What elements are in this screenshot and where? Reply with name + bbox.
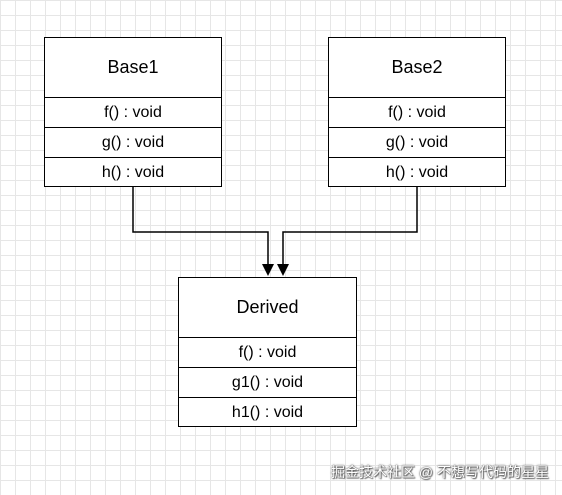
class-name: Base1: [45, 38, 221, 98]
method-row: f() : void: [45, 98, 221, 128]
arrowhead-base1-to-derived: [262, 264, 274, 276]
class-derived[interactable]: Derived f() : void g1() : void h1() : vo…: [178, 277, 357, 427]
method-row: h1() : void: [231, 404, 304, 421]
class-base2[interactable]: Base2 f() : void g() : void h() : void: [328, 37, 506, 187]
method-row: g1() : void: [179, 368, 356, 398]
method-row: g() : void: [329, 128, 505, 158]
method-row: h() : void: [385, 164, 449, 181]
method-row: f() : void: [329, 98, 505, 128]
method-row: f() : void: [179, 338, 356, 368]
arrowhead-base2-to-derived: [277, 264, 289, 276]
class-name: Derived: [179, 278, 356, 338]
connector-base2-to-derived: [282, 187, 418, 265]
connector-base1-to-derived: [132, 187, 269, 265]
watermark-text: 掘金技术社区 @ 不想写代码的星星: [331, 464, 549, 480]
class-base1[interactable]: Base1 f() : void g() : void h() : void: [44, 37, 222, 187]
class-name: Base2: [329, 38, 505, 98]
method-row: g() : void: [45, 128, 221, 158]
method-row: h() : void: [101, 164, 165, 181]
